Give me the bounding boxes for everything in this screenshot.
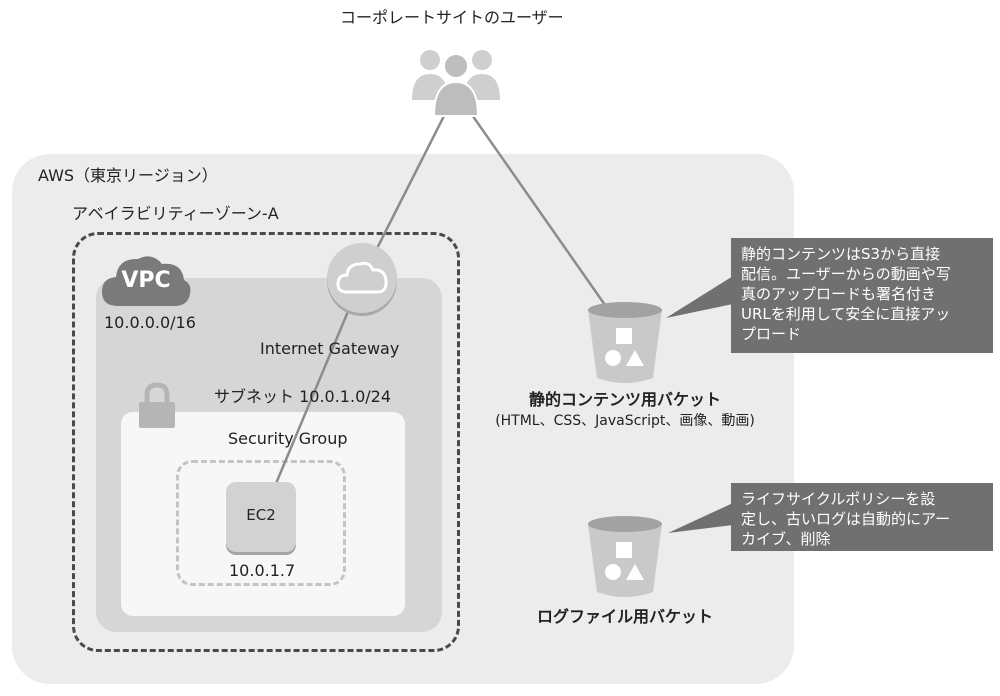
lock-icon bbox=[139, 382, 175, 428]
vpc-cloud-icon bbox=[102, 256, 191, 306]
bucket-icon bbox=[588, 516, 662, 597]
callout-static-pointer bbox=[666, 276, 733, 318]
subnet-label: サブネット 10.0.1.0/24 bbox=[214, 387, 391, 406]
aws-region-label: AWS（東京リージョン） bbox=[38, 166, 218, 185]
cloud-icon bbox=[336, 261, 388, 294]
security-group-container bbox=[176, 460, 346, 586]
callout-log-pointer bbox=[668, 503, 733, 533]
ec2-label: EC2 bbox=[246, 506, 276, 524]
vpc-badge-label: VPC bbox=[121, 268, 171, 293]
bucket-icon bbox=[588, 302, 662, 383]
ec2-instance bbox=[226, 482, 296, 552]
callout-log-note: ライフサイクルポリシーを設 定し、古いログは自動的にアー カイブ、削除 bbox=[731, 483, 993, 551]
igw-to-ec2-line bbox=[260, 277, 364, 518]
igw-label: Internet Gateway bbox=[260, 339, 400, 358]
vpc-cidr: 10.0.0.0/16 bbox=[104, 313, 196, 332]
ec2-ip: 10.0.1.7 bbox=[229, 561, 296, 580]
log-bucket-label: ログファイル用バケット bbox=[536, 607, 713, 626]
users-label: コーポレートサイトのユーザー bbox=[340, 8, 564, 27]
static-bucket-sublabel: (HTML、CSS、JavaScript、画像、動画) bbox=[495, 413, 755, 429]
security-group-label: Security Group bbox=[228, 429, 348, 448]
az-label: アベイラビリティーゾーン-A bbox=[72, 204, 279, 223]
availability-zone-container bbox=[72, 232, 460, 652]
callout-static-note: 静的コンテンツはS3から直接 配信。ユーザーからの動画や写 真のアップロードも署… bbox=[731, 238, 993, 353]
static-bucket-label: 静的コンテンツ用バケット bbox=[528, 390, 721, 409]
users-icon bbox=[412, 50, 500, 117]
users-to-static-bucket-line bbox=[468, 111, 607, 306]
